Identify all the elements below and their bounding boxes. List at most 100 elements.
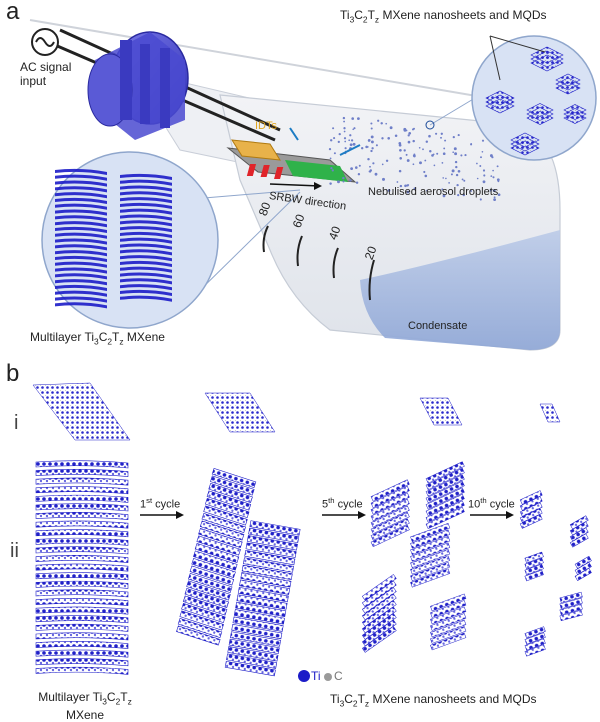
inset-layer [55,273,107,280]
aerosol-droplet [385,122,388,125]
cycle1-stack-b [224,520,301,677]
multilayer-layer [35,460,129,469]
aerosol-droplet [413,155,416,158]
graduation-60 [296,235,303,267]
cycle1-layer-a [208,482,253,504]
inset-layer [55,215,107,222]
cycle10-layer [519,514,543,529]
aerosol-droplet [399,148,402,152]
cycle1-layer-a [204,497,250,519]
inset-layer [55,238,107,245]
aerosol-droplet [328,147,332,151]
cycle5-layer [430,613,467,631]
multilayer-layer [35,529,129,538]
inset-nanosheets [425,35,597,161]
aerosol-droplet [387,136,391,140]
cycle10-layer [559,603,583,616]
aerosol-droplet [377,119,380,122]
cycle5-layer [425,500,465,523]
inset-layer [55,261,107,268]
panel-a-letter: a [6,0,20,25]
aerosol-droplet [358,164,361,167]
inset-layer [120,191,172,198]
aerosol-droplet [333,152,336,155]
inset-layer [55,284,107,291]
bottom-left-label: Multilayer Ti3C2Tz MXene [20,690,150,722]
cycle5-stacks [361,461,467,653]
cycle5-layer [370,479,410,502]
aerosol-droplet [406,190,410,194]
cycle5-layer [425,461,465,484]
multilayer-layer [35,546,129,555]
aerosol-droplet [433,164,436,167]
aerosol-droplet [441,188,444,191]
aerosol-droplet [343,127,346,130]
aerosol-droplet [398,141,402,145]
multilayer-layer [35,503,129,512]
cycle1-layer-b [231,623,283,640]
cycle1-layer-a [194,542,240,564]
ac-signal-line2: input [20,74,47,88]
panel-a-bottle [29,19,561,351]
inset-layer [120,202,172,209]
aerosol-droplet [380,122,383,125]
cycle5-layer [410,561,451,581]
inset-layer [55,250,107,257]
multilayer-layer [35,520,129,529]
arrow-cycle1 [140,511,184,519]
cycle5-layer [361,606,397,634]
aerosol-droplet [497,180,500,183]
aerosol-droplet [457,169,461,173]
cycle1-layer-b [236,594,288,610]
aerosol-droplet [418,146,421,149]
aerosol-droplet [406,159,410,162]
aerosol-droplet [343,120,346,123]
cycle1-layer-a [189,565,235,586]
aerosol-droplet [490,175,493,178]
aerosol-droplet [399,184,403,188]
cycle5-layer [430,593,467,612]
inset-layer [55,244,107,251]
inset-layer [120,237,172,244]
bottom-right-label: Ti3C2Tz MXene nanosheets and MQDs [330,692,537,709]
aerosol-droplet [424,159,427,162]
inset-layer [55,192,107,199]
inset-layer [55,168,107,175]
aerosol-droplet [344,147,347,150]
aerosol-droplet [407,134,410,137]
aerosol-droplet [442,152,446,156]
nebulised-label: Nebulised aerosol droplets [368,186,499,198]
aerosol-droplet [455,165,458,169]
aerosol-droplet [398,143,402,147]
legend-ti-dot [298,670,310,682]
multilayer-layer [35,589,129,598]
cycle5-layer [410,529,451,549]
multilayer-layer [35,486,129,495]
multilayer-layer [35,563,129,572]
cycle1-layer-a [177,617,223,639]
inset-layer [55,302,107,309]
cycle5-layer [430,606,467,625]
inset-layer [120,231,172,238]
cycle5-layer [370,492,410,515]
cycle1-layer-b [230,631,281,647]
multilayer-layer [35,555,129,563]
cycle1-layer-b [226,653,278,669]
aerosol-droplet [481,150,484,153]
cycle1-layer-b [239,579,291,595]
aerosol-droplet [370,149,373,153]
aerosol-droplet [480,156,482,159]
cycle1-layer-a [179,610,224,631]
graduation-40 [332,247,339,279]
multilayer-layer [35,512,129,520]
cycle5-layer [410,548,451,568]
inset-layer [120,214,172,221]
cycle1-layer-b [235,601,287,618]
aerosol-droplet [412,163,415,166]
cycle1-layer-a [196,535,241,556]
aerosol-droplet [394,134,398,138]
graduation-20 [368,259,375,301]
aerosol-droplet [496,178,500,182]
aerosol-droplet [424,174,428,178]
